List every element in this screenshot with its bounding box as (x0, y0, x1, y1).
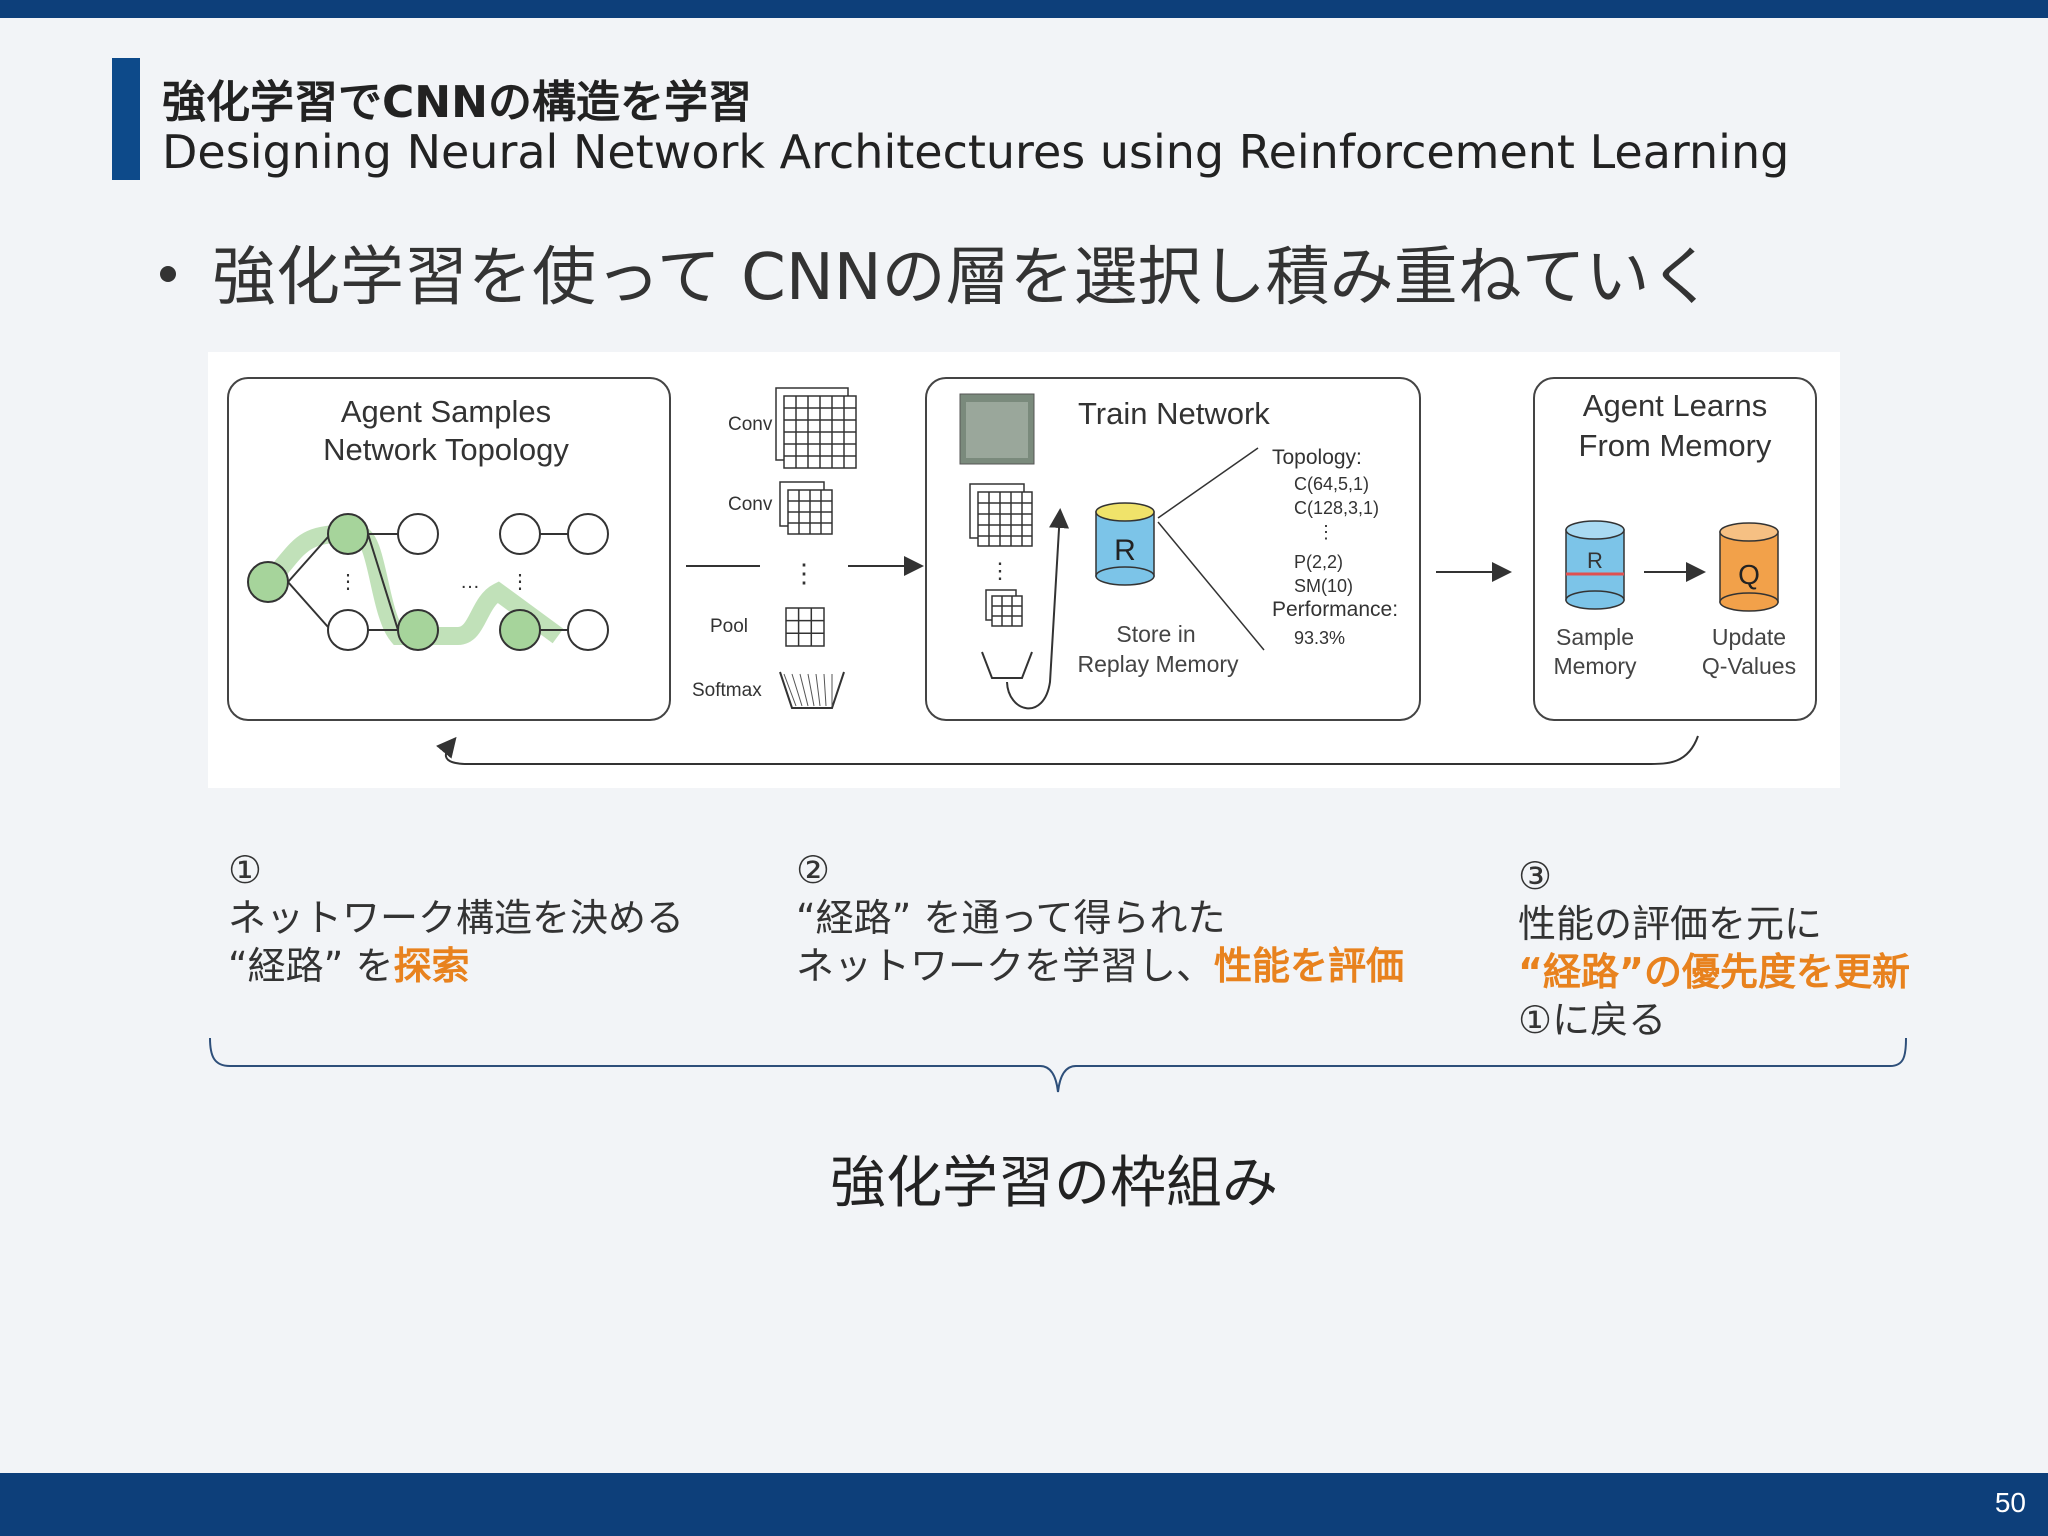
performance-label: Performance: (1272, 598, 1398, 621)
replay-memory-cylinder (1095, 502, 1155, 586)
train-network-label: Train Network (1078, 396, 1270, 431)
node (567, 513, 609, 555)
r-label: R (1114, 534, 1136, 567)
node (499, 609, 541, 651)
bullet-dot (160, 266, 176, 282)
page-number: 50 (1994, 1487, 2026, 1518)
step-1-number: ① (228, 848, 263, 892)
step-3-highlight: “経路”の優先度を更新 (1518, 950, 1910, 994)
edges (287, 533, 568, 631)
step-2-line1: “経路” を通って得られた (796, 896, 1226, 940)
step-3-line1: 性能の評価を元に (1518, 902, 1823, 946)
slide-title-jp: 強化学習でCNNの構造を学習 (162, 77, 752, 128)
step-2-line2: ネットワークを学習し、 (796, 944, 1215, 988)
topology-item-3: P(2,2) (1294, 552, 1343, 572)
update-label-1: Update (1712, 624, 1786, 650)
sample-image-inner (966, 402, 1028, 458)
store-label-1: Store in (1116, 621, 1195, 647)
node (397, 513, 439, 555)
topology-label: Topology: (1272, 446, 1362, 469)
train-conv-grid (969, 483, 1033, 547)
softmax-label: Softmax (692, 680, 762, 701)
r2-label: R (1587, 548, 1603, 573)
curly-brace (209, 1037, 1907, 1093)
pool-label: Pool (710, 616, 748, 637)
sample-label-2: Memory (1553, 653, 1637, 679)
train-softmax-icon (981, 651, 1033, 679)
train-pool-grid (985, 589, 1023, 627)
topology-item-1: C(64,5,1) (1294, 474, 1369, 494)
step-2-highlight: 性能を評価 (1214, 944, 1405, 988)
conv-label-2: Conv (728, 494, 773, 515)
bottom-bar (0, 1473, 2048, 1536)
store-label-2: Replay Memory (1077, 651, 1239, 677)
pool-grid (785, 607, 825, 647)
q-values-cylinder (1719, 522, 1779, 612)
conv-grid-1 (775, 387, 857, 469)
step-2-number: ② (796, 848, 831, 892)
layer-dots: ⋮ (791, 558, 817, 588)
topology-dots: ⋮ (1317, 522, 1335, 542)
step-3-number: ③ (1518, 854, 1553, 898)
topology-line (1157, 447, 1259, 519)
panel-train-network (925, 377, 1421, 721)
step-3: ③ 性能の評価を元に “経路”の優先度を更新 ①に戻る (1518, 852, 1910, 1044)
slide-title-en: Designing Neural Network Architectures u… (162, 125, 1790, 179)
agent-learns-label-1: Agent Learns (1583, 388, 1767, 423)
performance-value: 93.3% (1294, 628, 1345, 648)
step-1: ① ネットワーク構造を決める “経路” を探索 (228, 846, 684, 990)
framework-label: 強化学習の枠組み (830, 1151, 1278, 1216)
step-3-line3: ①に戻る (1518, 998, 1667, 1042)
top-bar (0, 0, 2048, 18)
node (567, 609, 609, 651)
sample-memory-cylinder (1565, 520, 1625, 610)
green-path (261, 524, 564, 645)
performance-line (1157, 521, 1265, 651)
agent-samples-label-1: Agent Samples (341, 394, 551, 429)
start-node (247, 561, 289, 603)
figure-svg: Agent Samples Network Topology ⋮ … ⋮ Con… (227, 377, 1817, 765)
topology-item-4: SM(10) (1294, 576, 1353, 596)
step-1-highlight: 探索 (393, 944, 470, 988)
dots: ⋮ (338, 571, 358, 593)
train-dots: ⋮ (989, 558, 1011, 583)
title-accent-bar (112, 58, 140, 180)
update-label-2: Q-Values (1702, 653, 1796, 679)
step-1-line2: “経路” を (228, 944, 394, 988)
feedback-arrow (436, 735, 1699, 765)
conv-label-1: Conv (728, 414, 773, 435)
q-label: Q (1738, 559, 1760, 590)
topology-item-2: C(128,3,1) (1294, 498, 1379, 518)
node (327, 609, 369, 651)
node (327, 513, 369, 555)
conv-grid-2 (779, 481, 833, 535)
agent-samples-label-2: Network Topology (323, 432, 569, 467)
softmax-lines (783, 673, 833, 707)
panel-agent-learns (1533, 377, 1817, 721)
sample-label-1: Sample (1556, 624, 1634, 650)
dots: ⋮ (510, 571, 530, 593)
node (499, 513, 541, 555)
softmax-icon (779, 671, 845, 709)
node (397, 609, 439, 651)
agent-learns-label-2: From Memory (1579, 428, 1772, 463)
bullet-text: 強化学習を使って CNNの層を選択し積み重ねていく (212, 241, 1714, 315)
store-arrow (1006, 508, 1070, 710)
step-2: ② “経路” を通って得られた ネットワークを学習し、性能を評価 (796, 846, 1404, 990)
architecture-figure: Agent Samples Network Topology ⋮ … ⋮ Con… (208, 352, 1840, 788)
dots: … (460, 571, 480, 593)
step-1-line1: ネットワーク構造を決める (228, 896, 685, 940)
